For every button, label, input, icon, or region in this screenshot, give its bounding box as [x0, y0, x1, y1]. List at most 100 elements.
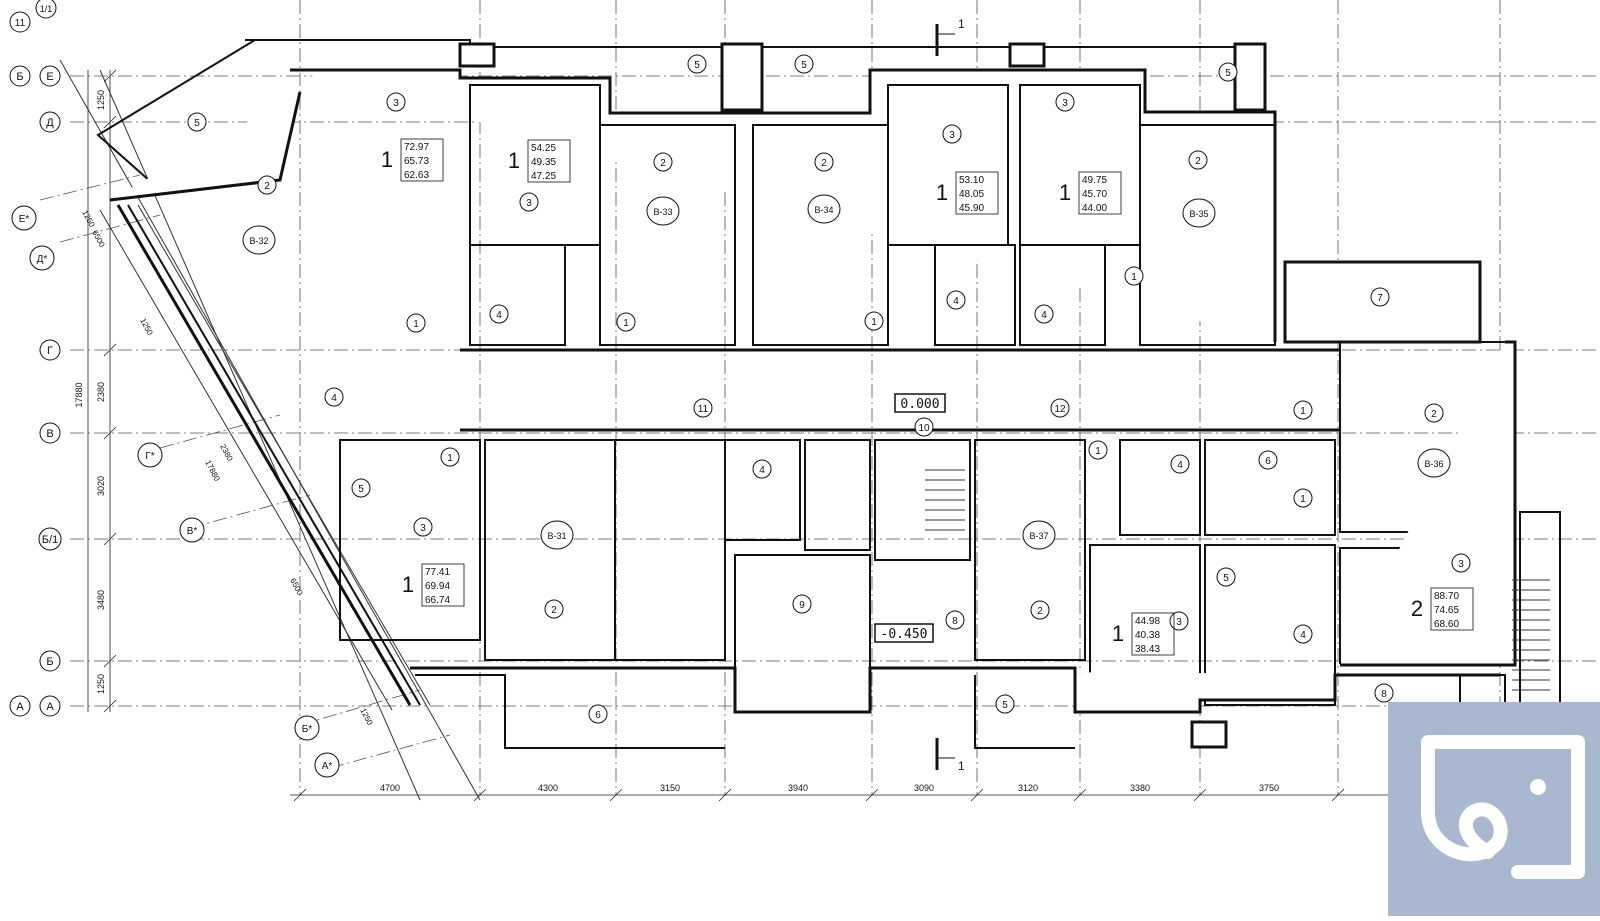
- axis-label: А: [46, 701, 54, 713]
- room-marks: 3 5 2 1 4 1 5 3 3 4 2 1 2 1 3 4 3 4 2 1 …: [187, 54, 1471, 724]
- room-mark: 3: [942, 124, 962, 144]
- section-label: 1: [958, 759, 965, 773]
- svg-text:1: 1: [1300, 406, 1306, 417]
- svg-text:3: 3: [393, 98, 399, 109]
- svg-text:40.38: 40.38: [1135, 630, 1160, 641]
- room-mark: 2: [1424, 403, 1444, 423]
- room-mark: 5: [351, 478, 371, 498]
- svg-text:11: 11: [698, 404, 709, 415]
- svg-text:54.25: 54.25: [531, 143, 556, 154]
- svg-text:5: 5: [1225, 68, 1231, 79]
- room-mark: 5: [1216, 567, 1236, 587]
- room-mark: 2: [653, 152, 673, 172]
- room-mark: 1: [406, 313, 426, 333]
- room-mark: 9: [792, 594, 812, 614]
- apartment-id: В-37: [1022, 520, 1056, 550]
- room-mark: 1: [616, 312, 636, 332]
- svg-text:4: 4: [496, 310, 502, 321]
- building-walls: [96, 39, 1561, 749]
- axis-label: Б/1: [42, 534, 58, 546]
- svg-text:4: 4: [759, 465, 765, 476]
- svg-text:1: 1: [447, 453, 453, 464]
- axis-label: Д: [46, 117, 54, 129]
- room-mark: 6: [1258, 450, 1278, 470]
- svg-text:5: 5: [194, 118, 200, 129]
- svg-text:62.63: 62.63: [404, 170, 429, 181]
- svg-text:3: 3: [526, 198, 532, 209]
- room-mark: 5: [187, 112, 207, 132]
- room-mark: 2: [257, 175, 277, 195]
- room-mark: 7: [1370, 287, 1390, 307]
- room-mark: 2: [1030, 600, 1050, 620]
- diag-axis-label: Б*: [302, 724, 313, 735]
- svg-text:72.97: 72.97: [404, 142, 429, 153]
- svg-text:5: 5: [801, 60, 807, 71]
- room-mark: 1: [1124, 266, 1144, 286]
- svg-text:53.10: 53.10: [959, 175, 984, 186]
- svg-text:88.70: 88.70: [1434, 591, 1459, 602]
- dimension-label: 1250: [358, 707, 375, 727]
- room-mark: 4: [946, 290, 966, 310]
- svg-text:В-32: В-32: [249, 236, 268, 246]
- room-mark: 4: [1293, 624, 1313, 644]
- svg-text:49.75: 49.75: [1082, 175, 1107, 186]
- area-block: 1 72.97 65.73 62.63: [381, 138, 444, 182]
- svg-text:44.00: 44.00: [1082, 203, 1107, 214]
- svg-text:7: 7: [1377, 293, 1383, 304]
- svg-text:9: 9: [799, 600, 805, 611]
- room-mark: 6: [588, 704, 608, 724]
- svg-text:В-34: В-34: [814, 205, 833, 215]
- room-mark: 8: [945, 610, 965, 630]
- column-dimension-chain: 4700 4300 3150 3940 3090 3120 3380 3750 …: [290, 783, 1510, 802]
- room-mark: 5: [1218, 62, 1238, 82]
- svg-text:48.05: 48.05: [959, 189, 984, 200]
- svg-text:8: 8: [952, 616, 958, 627]
- room-mark: 3: [1055, 92, 1075, 112]
- room-mark: 2: [544, 599, 564, 619]
- svg-text:44.98: 44.98: [1135, 616, 1160, 627]
- svg-text:6: 6: [595, 710, 601, 721]
- room-mark: 1: [864, 311, 884, 331]
- area-block: 1 44.98 40.38 38.43: [1112, 612, 1175, 656]
- dimension-label: 2380: [218, 443, 235, 463]
- dimension-label: 3750: [1259, 783, 1279, 793]
- axis-label: Г: [47, 345, 53, 357]
- apartment-id: В-35: [1182, 198, 1216, 228]
- svg-text:4: 4: [953, 296, 959, 307]
- svg-text:38.43: 38.43: [1135, 644, 1160, 655]
- svg-text:3: 3: [949, 130, 955, 141]
- svg-text:12: 12: [1054, 404, 1066, 415]
- svg-text:65.73: 65.73: [404, 156, 429, 167]
- svg-text:5: 5: [358, 484, 364, 495]
- svg-text:45.70: 45.70: [1082, 189, 1107, 200]
- svg-text:3: 3: [420, 523, 426, 534]
- svg-text:1: 1: [381, 147, 393, 172]
- room-mark: 10: [914, 417, 934, 437]
- room-mark: 1: [1293, 488, 1313, 508]
- watermark-logo: [1388, 702, 1600, 916]
- svg-text:5: 5: [1223, 573, 1229, 584]
- level-label: 0.000: [900, 397, 939, 412]
- svg-text:74.65: 74.65: [1434, 605, 1459, 616]
- dimension-label: 3480: [96, 590, 106, 610]
- svg-text:2: 2: [1431, 409, 1437, 420]
- room-mark: 8: [1374, 683, 1394, 703]
- room-mark: 3: [1169, 611, 1189, 631]
- svg-text:47.25: 47.25: [531, 171, 556, 182]
- svg-text:77.41: 77.41: [425, 567, 450, 578]
- axis-label: В: [46, 428, 53, 440]
- dimension-label: 1250: [96, 90, 106, 110]
- svg-text:2: 2: [551, 605, 557, 616]
- room-mark: 5: [995, 694, 1015, 714]
- svg-text:1: 1: [508, 148, 520, 173]
- svg-text:4: 4: [331, 393, 337, 404]
- dimension-label: 17880: [203, 459, 222, 483]
- diag-axis-label: А*: [322, 761, 333, 772]
- level-label: -0.450: [881, 627, 928, 642]
- apartment-id: В-33: [646, 196, 680, 226]
- axis-label: 11: [15, 18, 26, 29]
- svg-text:1: 1: [1300, 494, 1306, 505]
- svg-text:66.74: 66.74: [425, 595, 450, 606]
- dimension-label: 3940: [788, 783, 808, 793]
